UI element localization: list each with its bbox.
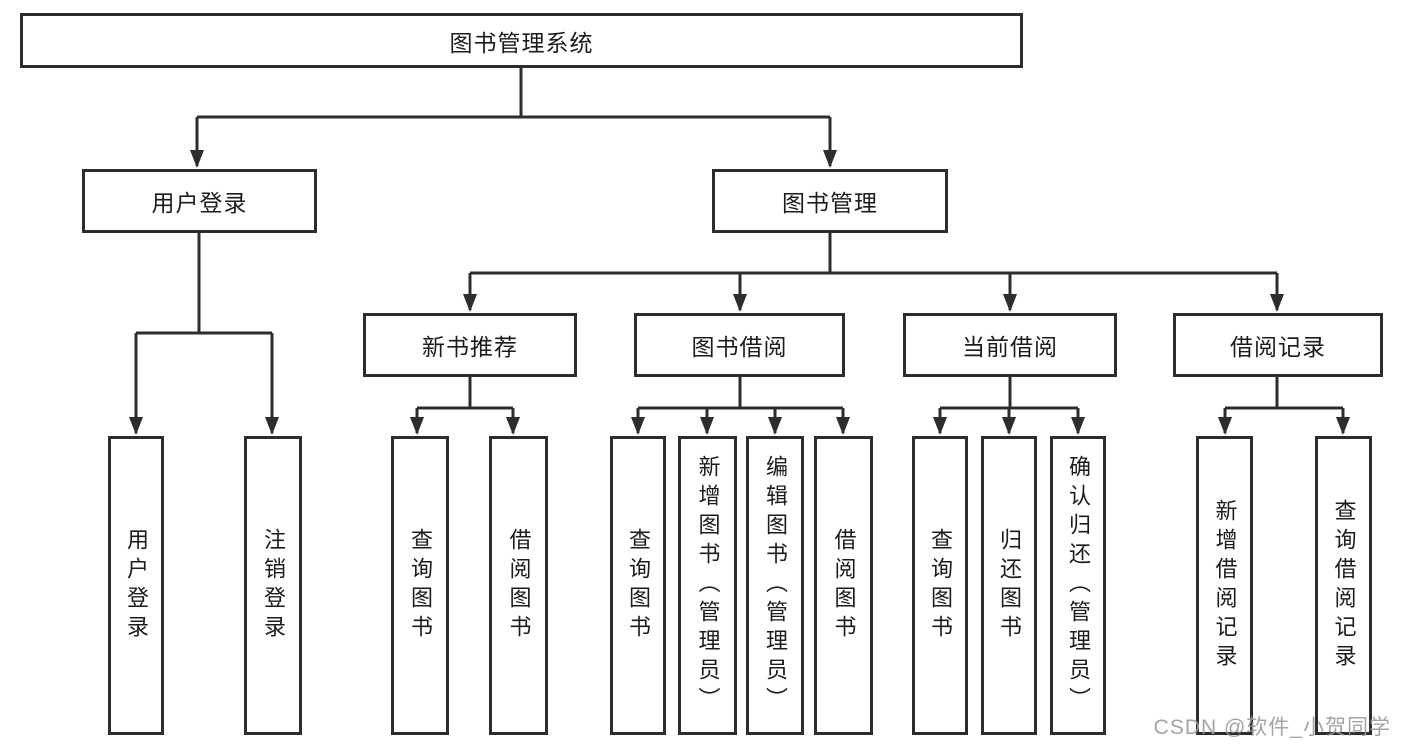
leaf-label: 新增图书（管理员） [695,455,721,716]
connector-new-book-children [410,377,520,435]
leaf-bb-add-books-admin: 新增图书（管理员） [678,436,737,735]
leaf-cb-query-books: 查询图书 [912,436,968,735]
watermark: CSDN @软件_小贺同学 [1153,716,1391,739]
leaf-label: 编辑图书（管理员） [763,455,788,716]
connector-borrow-records-children [1218,377,1350,435]
leaf-cb-confirm-return-admin: 确认归还（管理员） [1050,436,1106,735]
leaf-cb-return-books: 归还图书 [981,436,1037,735]
leaf-br-add-record: 新增借阅记录 [1196,436,1253,735]
leaf-br-query-record: 查询借阅记录 [1315,436,1372,735]
node-label: 图书管理系统 [449,29,594,56]
node-borrow-records: 借阅记录 [1173,313,1383,377]
node-label: 图书借阅 [691,334,788,360]
leaf-logout: 注销登录 [244,436,302,735]
leaf-label: 新增借阅记录 [1212,498,1238,673]
node-label: 新书推荐 [422,334,518,360]
leaf-bb-edit-books-admin: 编辑图书（管理员） [746,436,804,735]
leaf-label: 归还图书 [997,527,1022,644]
leaf-label: 注销登录 [261,527,286,644]
leaf-label: 查询图书 [408,527,433,644]
leaf-label: 借阅图书 [506,527,532,644]
leaf-label: 查询图书 [928,527,953,644]
connector-book-borrowing-children [631,377,850,435]
connector-root-to-level2 [190,68,837,168]
node-user-login: 用户登录 [82,169,317,233]
connector-user-login-children [129,233,279,435]
node-library-management-system: 图书管理系统 [20,13,1023,68]
node-label: 图书管理 [782,190,878,216]
node-label: 当前借阅 [962,334,1058,360]
leaf-nb-query-books: 查询图书 [391,436,449,735]
node-label: 借阅记录 [1230,334,1326,360]
node-new-book-recommend: 新书推荐 [363,313,577,377]
connector-book-management-children [463,233,1284,312]
leaf-label: 查询借阅记录 [1331,498,1357,673]
leaf-bb-query-books: 查询图书 [610,436,666,735]
node-current-borrowing: 当前借阅 [903,313,1117,377]
node-book-management: 图书管理 [712,169,948,233]
node-book-borrowing: 图书借阅 [634,313,845,377]
connector-current-borrowing-children [933,377,1085,435]
leaf-nb-borrow-books: 借阅图书 [489,436,548,735]
leaf-user-login: 用户登录 [108,436,164,735]
leaf-label: 查询图书 [626,527,651,644]
leaf-label: 借阅图书 [831,527,857,644]
node-label: 用户登录 [151,190,248,216]
leaf-label: 确认归还（管理员） [1066,455,1091,716]
leaf-bb-borrow-books: 借阅图书 [814,436,873,735]
leaf-label: 用户登录 [124,527,149,644]
